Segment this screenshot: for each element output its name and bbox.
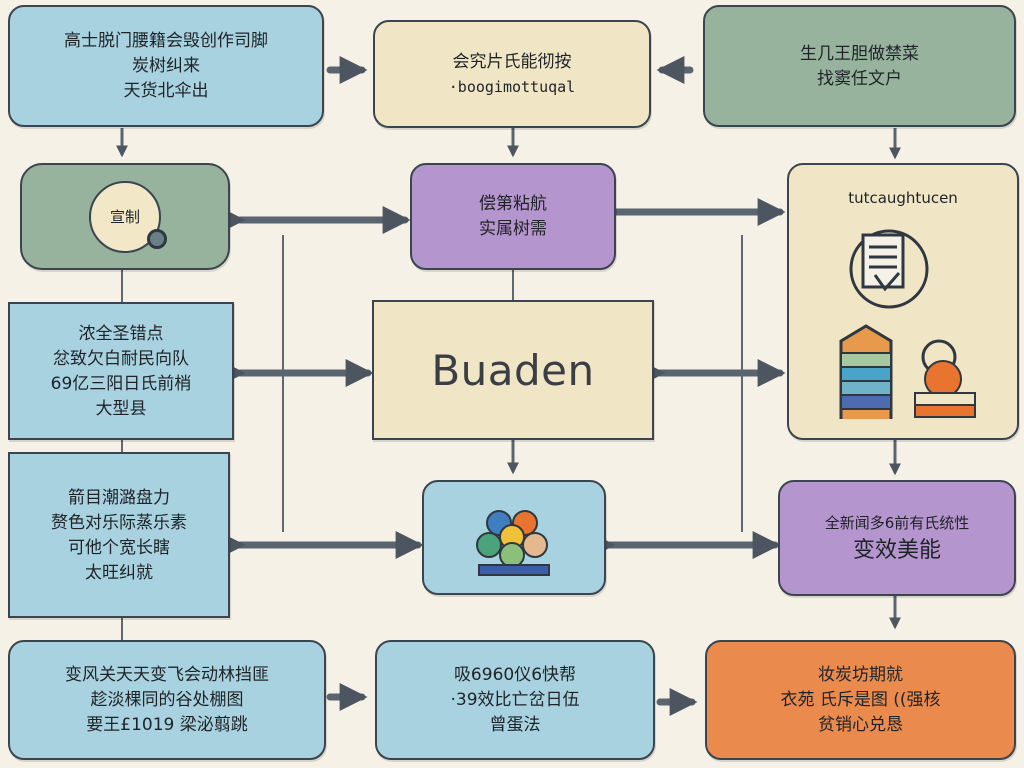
node-mid-center: 偿第粘航 实属树需 bbox=[410, 163, 616, 270]
node-bot-left: 变风关天天变飞会动林挡匪 趁淡棵同的谷处棚图 要王£1019 梁泌翦跳 bbox=[8, 640, 326, 760]
node-text: 大型县 bbox=[95, 398, 147, 419]
node-text: 箭目潮潞盘力 bbox=[68, 487, 170, 508]
node-text: 吸6960仪6快帮 bbox=[453, 665, 577, 685]
node-text: 太旺纠就 bbox=[85, 562, 153, 583]
node-bot-right: 妆炭坊期就 衣苑 氏斥是图 ((强核 贫销心兑恳 bbox=[705, 640, 1016, 760]
node-text: 宣制 bbox=[109, 208, 140, 226]
node-text: 赘色对乐际蒸乐素 bbox=[51, 512, 187, 533]
node-center-c bbox=[422, 480, 606, 595]
node-text: ·boogimottuqal bbox=[448, 77, 576, 96]
node-text: 偿第粘航 bbox=[479, 194, 547, 214]
node-text: 高士脱门腰籍会毁创作司脚 bbox=[64, 31, 268, 51]
node-top-right: 生几王胆做禁菜 找窦任文户 bbox=[703, 5, 1016, 127]
node-center-main: Buaden bbox=[372, 300, 654, 440]
circle-icon: 宣制 bbox=[89, 180, 167, 253]
document-and-blocks-icon bbox=[839, 229, 976, 419]
node-text: 妆炭坊期就 bbox=[817, 665, 903, 685]
node-text: 浓全圣错点 bbox=[78, 323, 164, 344]
node-text: 会究片氏能彻按 bbox=[452, 51, 572, 72]
node-text: 变风关天天变飞会动林挡匪 bbox=[65, 665, 269, 685]
node-text: 实属树需 bbox=[479, 219, 547, 239]
node-left-c: 箭目潮潞盘力 赘色对乐际蒸乐素 可他个宽长瞎 太旺纠就 bbox=[8, 452, 230, 618]
node-text: ·39效比亡岔日伍 bbox=[450, 690, 580, 710]
node-text: 生几王胆做禁菜 bbox=[800, 43, 919, 64]
node-text: 炭树纠来 bbox=[132, 56, 200, 76]
node-text: 曾蛋法 bbox=[489, 715, 541, 735]
node-mid-left: 宣制 bbox=[20, 163, 230, 270]
node-right-tall: tutcaughtucen bbox=[787, 163, 1019, 440]
node-top-center: 会究片氏能彻按 ·boogimottuqal bbox=[373, 20, 651, 128]
node-left-b: 浓全圣错点 忿致欠白耐民向队 69亿三阳日氏前梢 大型县 bbox=[8, 302, 234, 440]
node-bot-center: 吸6960仪6快帮 ·39效比亡岔日伍 曾蛋法 bbox=[375, 640, 655, 760]
node-text: 69亿三阳日氏前梢 bbox=[50, 373, 192, 394]
node-text: 变效美能 bbox=[852, 537, 941, 563]
node-text: 天货北伞出 bbox=[123, 81, 209, 101]
node-text: tutcaughtucen bbox=[848, 189, 958, 207]
node-text: 要王£1019 梁泌翦跳 bbox=[86, 715, 248, 735]
node-text: 全新闻多6前有氏统性 bbox=[824, 513, 970, 532]
node-right-c: 全新闻多6前有氏统性 变效美能 bbox=[778, 480, 1016, 596]
node-text: 忿致欠白耐民向队 bbox=[52, 348, 189, 369]
ring-icon bbox=[147, 228, 167, 249]
colored-dots-icon bbox=[476, 509, 550, 576]
node-text: 衣苑 氏斥是图 ((强核 bbox=[780, 690, 941, 710]
node-text: 贫销心兑恳 bbox=[817, 715, 903, 735]
center-title: Buaden bbox=[431, 345, 595, 395]
node-text: 找窦任文户 bbox=[817, 68, 902, 89]
node-top-left: 高士脱门腰籍会毁创作司脚 炭树纠来 天货北伞出 bbox=[8, 5, 324, 127]
node-text: 趁淡棵同的谷处棚图 bbox=[90, 690, 244, 710]
node-text: 可他个宽长瞎 bbox=[68, 537, 170, 558]
